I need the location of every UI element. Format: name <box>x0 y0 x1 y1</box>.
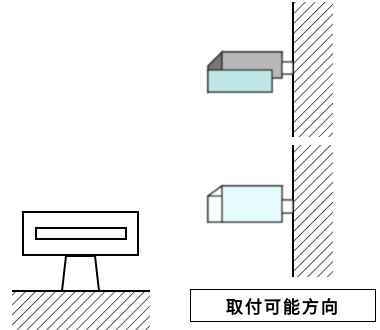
sensor-device-icon <box>207 184 294 224</box>
caption-box: 取付可能方向 <box>190 289 376 322</box>
caption-label: 取付可能方向 <box>226 298 340 318</box>
device-front-face <box>207 69 273 93</box>
device-connector <box>281 199 294 214</box>
sensor-device-icon <box>207 50 294 94</box>
device-front-face <box>207 195 223 223</box>
floor-mount-group <box>12 211 150 330</box>
wall-mount-top-group <box>207 2 333 137</box>
device-connector <box>281 61 294 75</box>
floor-device-stand <box>60 255 101 292</box>
floor-hatch-icon <box>12 291 150 330</box>
wall-mount-bottom-group <box>207 145 333 277</box>
wall-hatch-icon <box>293 2 333 137</box>
wall-hatch-icon <box>293 145 333 277</box>
floor-device-slot <box>35 227 127 240</box>
device-bottom-body <box>221 185 283 223</box>
